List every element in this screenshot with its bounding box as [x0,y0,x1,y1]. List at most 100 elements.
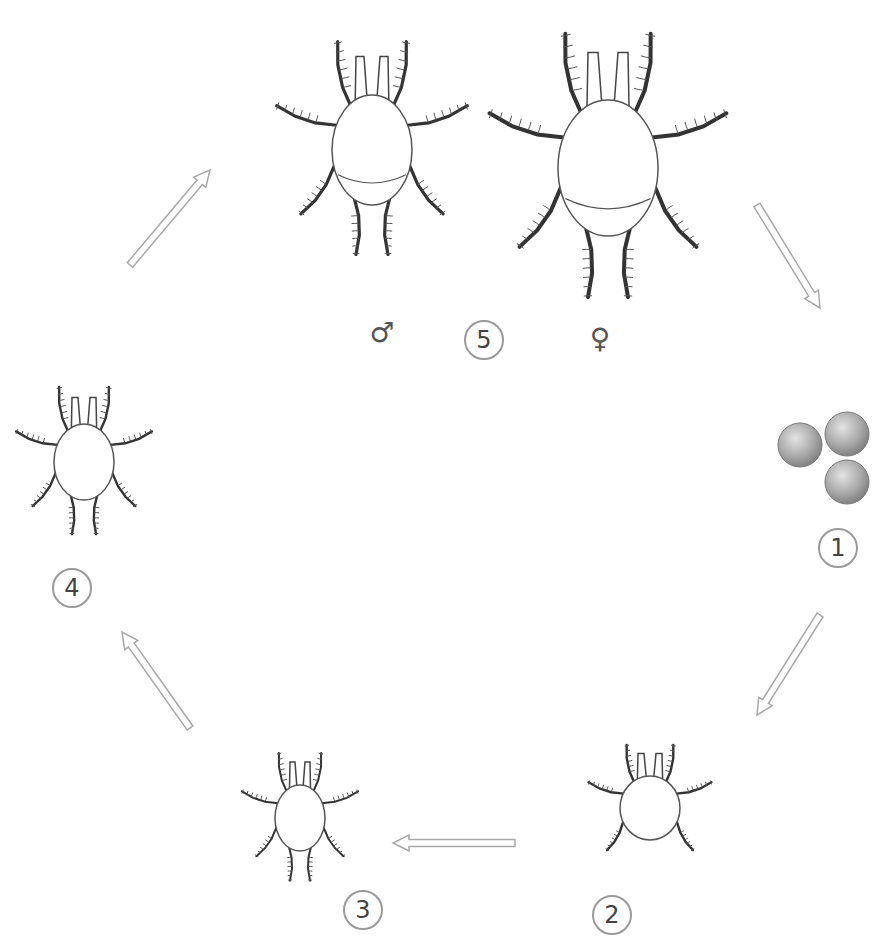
leg-hair [352,223,355,224]
leg-hair [641,56,646,57]
leg-hair [316,115,318,119]
leg-hair [94,533,96,534]
leg [665,745,673,784]
leg-hair [386,215,389,216]
leg-hair [352,793,354,795]
leg-hair [547,208,550,211]
leg-hair [685,122,686,126]
leg-hair [123,487,125,488]
leg-hair [120,483,122,484]
leg [656,188,697,246]
leg-hair [59,387,62,389]
leg-hair [356,245,359,246]
leg-hair [682,231,685,234]
eggs [778,412,869,504]
leg-hair [648,46,653,48]
leg-hair [95,512,97,513]
leg-hair [329,837,331,838]
leg-hair [139,433,141,435]
leg-hair [106,387,109,389]
leg-hair [440,213,443,215]
leg-hair [246,793,248,795]
callout-number: 3 [343,890,383,930]
leg-hair [42,440,44,442]
leg-hair [499,117,501,121]
leg-hair [100,417,103,419]
leg-hair [311,866,313,867]
leg [322,791,358,803]
leg-hair [71,512,73,513]
leg-hair [682,830,684,832]
leg-hair [342,794,344,796]
leg-hair [573,67,578,68]
leg-hair [631,765,633,767]
leg-hair [646,57,651,59]
leg-hair [610,841,612,843]
leg-hair [292,111,293,114]
leg-hair [63,418,66,419]
mouthpart [377,57,389,101]
leg-hair [43,487,45,488]
leg-hair [40,491,42,492]
leg-hair [289,857,291,858]
leg-hair [281,774,283,775]
leg-hair [255,796,257,798]
leg-hair [102,405,105,407]
leg-hair [669,206,673,208]
leg-hair [465,103,467,107]
leg-hair [343,86,347,88]
leg-hair [356,253,359,254]
leg-hair [265,799,267,801]
mouthpart [71,397,80,427]
leg-hair [311,857,313,858]
leg-hair [533,221,537,223]
leg-hair [628,286,632,287]
leg-hair [693,848,695,850]
leg-hair [669,766,671,767]
leg-hair [706,784,708,786]
leg-hair [612,837,614,839]
leg [677,822,693,850]
leg-hair [118,484,120,485]
leg-hair [611,842,613,843]
leg-hair [287,861,289,862]
leg-hair [684,834,686,836]
leg-hair [715,117,717,121]
leg-hair [385,230,388,231]
leg-hair [687,788,689,790]
leg-hair [687,842,689,843]
leg-hair [587,277,591,278]
leg-hair [255,855,257,856]
egg [778,423,822,467]
callout-number: 5 [464,320,504,360]
leg-hair [639,67,644,68]
leg-hair [697,787,699,789]
leg-hair [671,745,673,747]
leg-hair [608,845,610,847]
leg-hair [319,764,321,765]
leg-hair [418,182,421,184]
leg-hair [588,782,590,784]
callout-number: 1 [818,528,858,568]
leg-hair [352,245,355,246]
leg-hair [310,870,312,871]
leg-hair [627,745,629,747]
cycle-arrows [122,170,823,851]
leg-hair [121,488,123,489]
leg-hair [58,394,61,395]
leg-hair [287,857,289,858]
leg-hair [589,780,591,782]
sex-symbol: ♂ [364,314,400,350]
leg-hair [256,794,258,796]
leg-hair [140,435,142,437]
leg-hair [701,785,703,787]
leg-hair [31,504,33,505]
leg-hair [393,86,397,87]
leg-hair [97,512,99,513]
leg-hair [489,114,491,118]
leg-hair [48,484,50,485]
leg-hair [307,199,310,201]
leg-hair [628,295,632,296]
leg [676,782,711,793]
leg-hair [399,77,403,79]
